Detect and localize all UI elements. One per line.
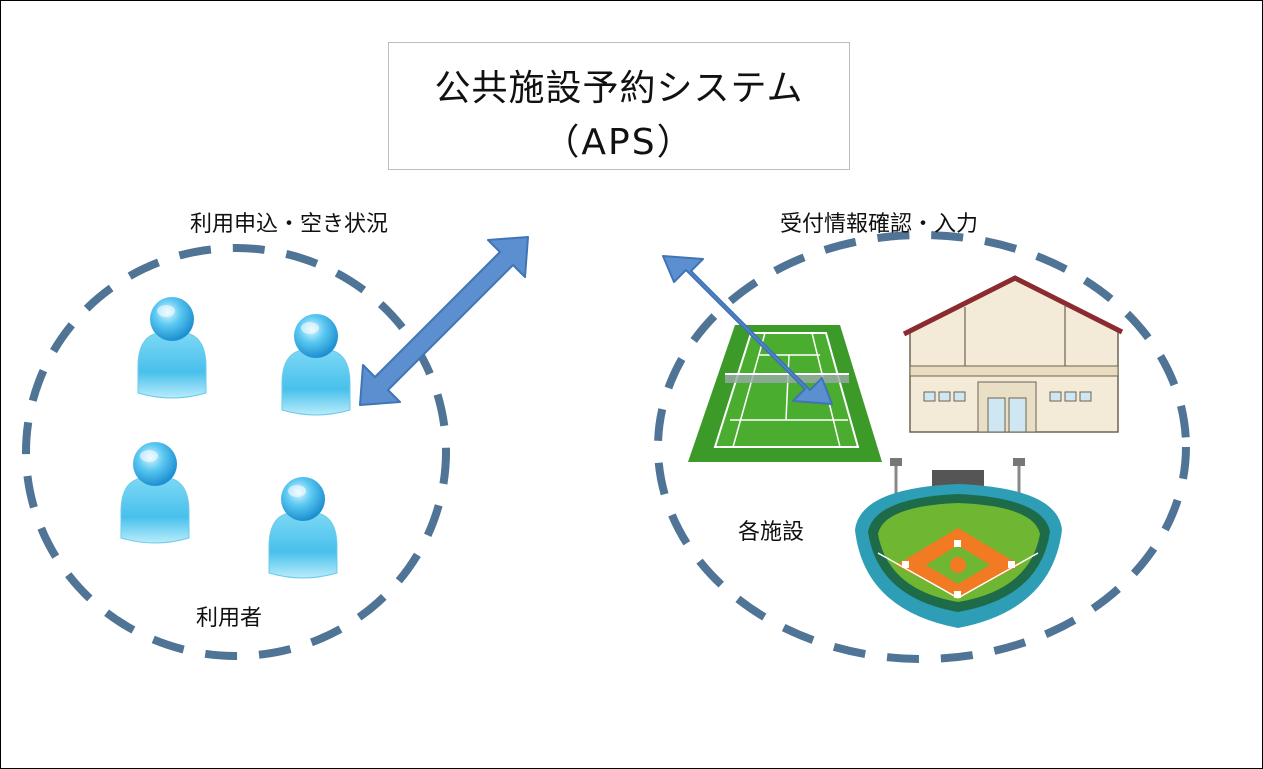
user-icon [268,476,338,579]
gymnasium-icon [902,275,1124,433]
facilities-group-boundary [654,231,1190,663]
user-icon [120,441,190,544]
label-application-availability: 利用申込・空き状況 [190,212,389,237]
tennis-court-icon [688,325,882,462]
baseball-stadium-icon [855,458,1062,628]
system-title-box: 公共施設予約システム （APS） [388,42,850,170]
double-arrow-icon [359,236,529,406]
system-abbreviation: （APS） [543,122,695,163]
users-group-boundary [22,244,450,660]
double-arrow-icon [662,255,833,405]
label-users: 利用者 [196,606,263,631]
label-reception-input: 受付情報確認・入力 [780,212,979,237]
system-title: 公共施設予約システム [434,68,804,109]
label-facilities: 各施設 [738,520,805,545]
user-icon [137,296,207,399]
user-icon [281,313,351,416]
